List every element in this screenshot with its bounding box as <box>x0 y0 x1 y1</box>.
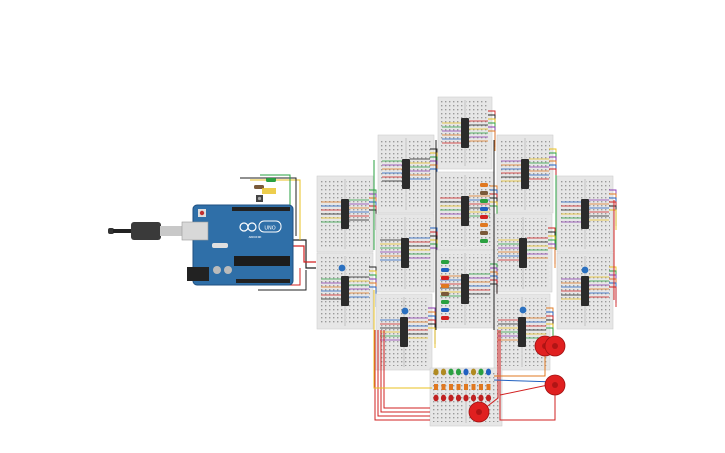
resistor <box>480 183 488 187</box>
usb-cable-icon <box>108 222 182 240</box>
led-icon <box>478 368 484 376</box>
ic-chip <box>341 276 349 306</box>
resistor <box>441 260 449 264</box>
ic-chip <box>461 196 469 226</box>
resistor <box>441 384 446 390</box>
led-icon <box>455 394 462 402</box>
led-icon <box>463 368 469 376</box>
resistor <box>441 268 449 272</box>
resistor <box>479 384 483 390</box>
breadboard <box>493 213 556 293</box>
potentiometer-icon[interactable] <box>338 264 346 272</box>
breadboard <box>496 134 557 214</box>
resistor <box>486 384 491 390</box>
ic-chip <box>401 238 409 268</box>
potentiometer-icon[interactable] <box>401 307 409 315</box>
breadboard <box>375 293 436 371</box>
ic-chip <box>400 317 408 347</box>
led-icon <box>463 394 469 402</box>
potentiometer-icon[interactable] <box>581 266 589 274</box>
resistor <box>441 284 449 288</box>
resistor <box>480 199 488 203</box>
ic-chip <box>518 317 526 347</box>
resistor <box>441 292 449 296</box>
resistor <box>471 384 476 390</box>
resistor <box>456 384 461 390</box>
breadboard <box>377 134 438 214</box>
resistor <box>480 207 488 211</box>
ic-chip <box>341 199 349 229</box>
uno-logo-text: UNO <box>264 226 275 232</box>
breadboard <box>375 213 438 293</box>
piezo-buzzer-icon[interactable] <box>544 374 566 396</box>
led-icon <box>478 394 484 402</box>
resistor <box>480 231 488 235</box>
resistor <box>441 276 449 280</box>
ic-chip <box>581 276 589 306</box>
led-icon <box>455 368 462 376</box>
resistor <box>449 384 453 390</box>
led-icon <box>440 368 447 376</box>
breadboard <box>316 252 377 330</box>
resistor <box>464 384 468 390</box>
led-icon <box>448 394 454 402</box>
breadboard <box>556 252 617 330</box>
ic-chip <box>461 274 469 304</box>
resistor <box>480 239 488 243</box>
piezo-buzzer-icon[interactable] <box>468 401 490 423</box>
led-icon <box>448 368 454 376</box>
potentiometer-icon[interactable] <box>519 306 527 314</box>
ic-chip <box>581 199 589 229</box>
breadboard-group <box>316 96 617 427</box>
ic-chip <box>521 159 529 189</box>
breadboard <box>437 96 496 170</box>
led-group <box>433 368 492 402</box>
breadboard <box>316 175 377 253</box>
resistor <box>441 308 449 312</box>
buzzer-group <box>468 335 566 423</box>
breadboard <box>556 175 617 253</box>
ic-chip <box>461 118 469 148</box>
resistor <box>480 191 488 195</box>
piezo-buzzer-icon[interactable] <box>544 335 566 357</box>
led-icon <box>485 368 492 376</box>
ic-chip <box>402 159 410 189</box>
arduino-uno-board[interactable]: UNO ARDUINO <box>108 204 294 286</box>
led-icon <box>470 368 477 376</box>
led-icon <box>485 394 492 402</box>
arduino-brand-text: ARDUINO <box>249 235 262 239</box>
led-icon <box>470 394 477 402</box>
resistor <box>480 215 488 219</box>
ic-chip <box>519 238 527 268</box>
led-icon <box>433 394 439 402</box>
top-resistor-group <box>254 178 276 202</box>
resistor <box>441 300 449 304</box>
resistor <box>480 223 488 227</box>
arduino-logo: UNO ARDUINO <box>239 220 282 239</box>
breadboard <box>493 293 554 371</box>
led-icon <box>440 394 447 402</box>
resistor <box>441 316 449 320</box>
breadboard <box>435 171 498 251</box>
led-icon <box>433 368 439 376</box>
resistor <box>434 384 438 390</box>
